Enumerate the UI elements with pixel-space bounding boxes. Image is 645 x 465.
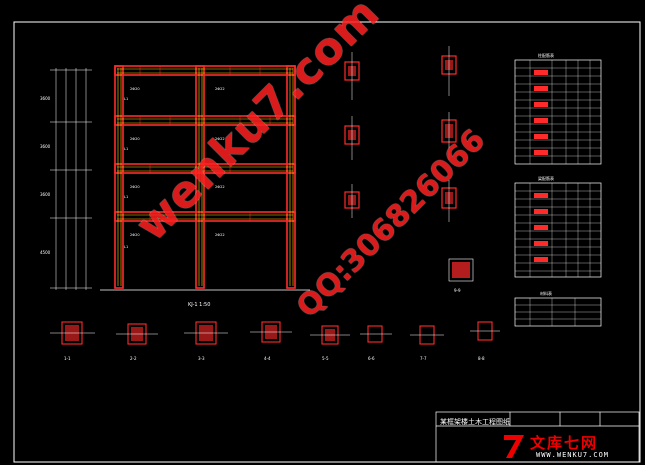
svg-text:6-6: 6-6 xyxy=(368,356,375,361)
frame-column-right xyxy=(286,65,296,289)
svg-text:1-1: 1-1 xyxy=(64,356,71,361)
frame-column-mid xyxy=(195,65,205,289)
svg-text:4-4: 4-4 xyxy=(264,356,271,361)
frame-beam-2 xyxy=(114,163,296,174)
logo-seven-icon xyxy=(504,435,524,458)
svg-text:柱配筋表: 柱配筋表 xyxy=(538,52,554,58)
title-block xyxy=(435,411,640,463)
schedule-table-3: 材料表 xyxy=(514,290,602,327)
drawing-border xyxy=(13,21,641,463)
site-logo: 文库七网 WWW.WENKU7.COM xyxy=(500,432,640,462)
dimension-ticks: 3600 3600 3600 4500 xyxy=(40,96,51,255)
title-block-name: 某框架楼土木工程图纸 xyxy=(440,418,510,426)
svg-text:材料表: 材料表 xyxy=(540,290,552,296)
frame-column-left xyxy=(114,65,124,289)
svg-text:梁配筋表: 梁配筋表 xyxy=(538,175,554,181)
frame-label: KJ-1 1:50 xyxy=(188,302,210,308)
svg-text:3600: 3600 xyxy=(40,96,51,101)
svg-text:8-8: 8-8 xyxy=(478,356,485,361)
logo-url-text: WWW.WENKU7.COM xyxy=(536,451,610,459)
schedule-table-1: 柱配筋表 xyxy=(514,52,602,165)
svg-text:4500: 4500 xyxy=(40,250,51,255)
svg-text:2Φ22: 2Φ22 xyxy=(215,233,225,237)
svg-text:3-3: 3-3 xyxy=(198,356,205,361)
svg-text:2Φ22: 2Φ22 xyxy=(215,87,225,91)
svg-text:L1: L1 xyxy=(124,245,128,249)
schedule-table-2: 梁配筋表 xyxy=(514,175,602,278)
svg-text:5-5: 5-5 xyxy=(322,356,329,361)
svg-text:2Φ20: 2Φ20 xyxy=(130,185,140,189)
svg-text:3600: 3600 xyxy=(40,192,51,197)
svg-text:7-7: 7-7 xyxy=(420,356,427,361)
svg-text:2Φ20: 2Φ20 xyxy=(130,137,140,141)
frame-beam-1 xyxy=(114,211,296,222)
svg-text:2-2: 2-2 xyxy=(130,356,137,361)
logo-brand-text: 文库七网 xyxy=(530,434,599,452)
svg-text:2Φ22: 2Φ22 xyxy=(215,185,225,189)
beam-sections: 1-1 2-2 3-3 4-4 5-5 6-6 7-7 8-8 9-9 xyxy=(50,288,500,361)
svg-text:2Φ20: 2Φ20 xyxy=(130,233,140,237)
svg-text:9-9: 9-9 xyxy=(454,288,461,293)
frame-beam-roof xyxy=(114,65,296,76)
svg-text:2Φ22: 2Φ22 xyxy=(215,137,225,141)
svg-text:L1: L1 xyxy=(124,147,128,151)
dimension-chains xyxy=(50,68,92,290)
svg-text:3600: 3600 xyxy=(40,144,51,149)
svg-text:L1: L1 xyxy=(124,97,128,101)
column-sections xyxy=(344,46,474,282)
svg-text:2Φ20: 2Φ20 xyxy=(130,87,140,91)
frame-beam-3 xyxy=(114,115,296,126)
svg-text:L1: L1 xyxy=(124,195,128,199)
